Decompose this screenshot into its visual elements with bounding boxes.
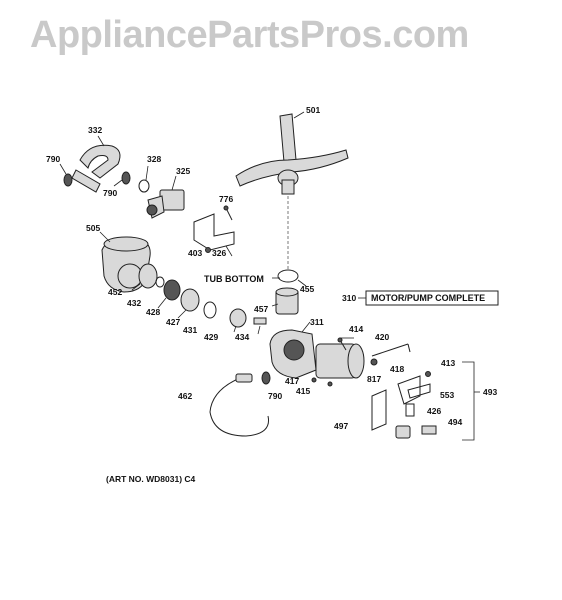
label-494: 494 (448, 417, 462, 427)
bracket-part-426 (405, 403, 415, 417)
label-418: 418 (390, 364, 404, 374)
impeller-part-428 (157, 279, 181, 309)
sump-part-505 (99, 231, 151, 293)
screw-part-776 (223, 205, 233, 221)
label-427: 427 (166, 317, 180, 327)
rod-part-420 (371, 343, 411, 357)
screw-part-415 (327, 381, 333, 387)
label-311: 311 (310, 317, 324, 327)
pump-housing-part-311 (269, 321, 317, 379)
tub-bottom-leader (272, 196, 307, 287)
gasket-part-432 (155, 276, 165, 288)
motor-pump-label: MOTOR/PUMP COMPLETE (371, 293, 485, 303)
label-455: 455 (300, 284, 314, 294)
label-432: 432 (127, 298, 141, 308)
part-429 (229, 308, 247, 333)
label-431: 431 (183, 325, 197, 335)
label-452: 452 (108, 287, 122, 297)
label-403: 403 (188, 248, 202, 258)
label-493: 493 (483, 387, 497, 397)
bracket-part-497 (371, 389, 387, 431)
label-415: 415 (296, 386, 310, 396)
motor-part-310 (315, 337, 365, 379)
label-457: 457 (254, 304, 268, 314)
label-428: 428 (146, 307, 160, 317)
label-776: 776 (219, 194, 233, 204)
clamp-part-790c (261, 371, 271, 385)
bracket-part-553 (407, 383, 431, 399)
label-413: 413 (441, 358, 455, 368)
label-429: 429 (204, 332, 218, 342)
tub-bottom-label: TUB BOTTOM (204, 274, 264, 284)
clamp-part-790b (113, 171, 131, 187)
seal-part-452 (131, 263, 158, 291)
bracket-line-493 (462, 361, 480, 441)
label-417: 417 (285, 376, 299, 386)
label-462: 462 (178, 391, 192, 401)
art-number-label: (ART NO. WD8031) C4 (106, 474, 196, 484)
screw-part-403 (205, 247, 211, 253)
screw-part-413 (425, 371, 431, 377)
label-505: 505 (86, 223, 100, 233)
label-310: 310 (342, 293, 356, 303)
bracket-part-418 (397, 375, 421, 405)
part-457 (271, 287, 299, 315)
label-501: 501 (306, 105, 320, 115)
part-431 (203, 301, 217, 319)
bracket-part-326 (193, 213, 235, 257)
label-817: 817 (367, 374, 381, 384)
label-790c: 790 (268, 391, 282, 401)
label-414: 414 (349, 324, 363, 334)
label-553: 553 (440, 390, 454, 400)
label-434: 434 (235, 332, 249, 342)
label-332: 332 (88, 125, 102, 135)
spray-arm-part-501 (235, 111, 349, 195)
hose-part-332 (71, 135, 121, 193)
label-497: 497 (334, 421, 348, 431)
screw-part-417 (311, 377, 317, 383)
label-326: 326 (212, 248, 226, 258)
connector-part-494 (395, 425, 437, 439)
watermark-text: AppliancePartsPros.com (30, 14, 469, 56)
screw-part-414 (337, 337, 347, 351)
screw-part-817 (370, 358, 378, 366)
part-434 (253, 317, 267, 335)
label-426: 426 (427, 406, 441, 416)
label-328: 328 (147, 154, 161, 164)
harness-part-462 (209, 373, 270, 437)
label-420: 420 (375, 332, 389, 342)
label-790b: 790 (103, 188, 117, 198)
label-790a: 790 (46, 154, 60, 164)
part-427 (177, 288, 200, 319)
water-valve-part-325 (146, 175, 185, 219)
clamp-part-790a (59, 163, 73, 187)
label-325: 325 (176, 166, 190, 176)
washer-part-328 (138, 165, 150, 193)
